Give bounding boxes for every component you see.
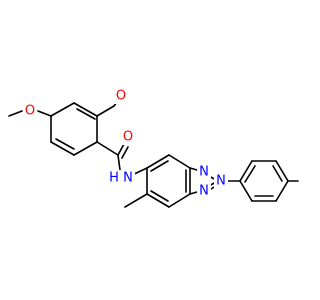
bond [73,102,98,117]
oxygen-atom-para: O [25,104,35,119]
bond [239,180,253,202]
bond [275,160,289,182]
nitrogen-atom-triazole-top: N [199,165,209,180]
bond [124,193,148,208]
nitrogen-atom-triazole-mid: N [216,174,226,189]
bond [76,108,96,120]
molecule-drawing: O O O H N N N N [8,88,299,208]
bond [50,141,75,156]
oxygen-atom-ortho: O [116,89,126,104]
oxygen-atom-carbonyl: O [123,130,133,145]
nitrogen-atom-triazole-bottom: N [199,184,209,199]
bond [150,160,169,172]
bond [239,160,253,182]
bond [8,110,23,117]
bond [117,143,125,156]
bond [73,141,98,156]
bond [272,165,283,182]
bond [168,193,191,208]
bond [37,110,52,117]
bond [244,165,256,183]
bond [146,154,170,169]
bond [50,102,75,117]
atom-labels: O O O H N N N N [23,88,228,199]
bond [150,190,169,202]
bond [117,154,121,171]
nitrogen-atom-amide: N [123,171,133,186]
hydrogen-atom-amide: H [109,171,119,186]
bond [146,193,170,208]
bond [96,141,119,156]
bonds [8,89,299,208]
bond [96,105,115,117]
bond [55,138,75,150]
structure-canvas: O O O H N N N N [8,88,299,208]
bond [168,154,191,169]
bond [121,146,129,159]
bond [275,180,289,202]
